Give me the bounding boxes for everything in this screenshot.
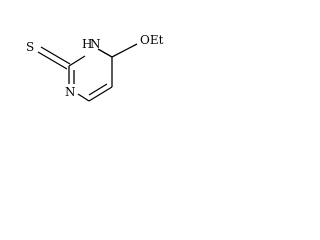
c5-c4-inner-bond <box>88 83 108 96</box>
nh-nitrogen-label: N <box>90 37 101 51</box>
ethoxy-label: OEt <box>140 33 164 47</box>
c5-c4-bond <box>88 86 113 102</box>
c4-n3-bond <box>77 93 90 102</box>
c2-s-double-bond-b <box>37 51 68 70</box>
c2-n1-bond <box>68 55 86 67</box>
c2-s-double-bond-a <box>40 46 71 65</box>
nh-hydrogen-label: H <box>82 37 92 51</box>
pyrimidinethione-structure: S H N N OEt <box>26 33 164 102</box>
sulfur-label: S <box>26 40 34 54</box>
c6-o-bond <box>111 43 138 58</box>
n1-c6-bond <box>97 48 113 58</box>
ring-nitrogen-label: N <box>65 85 76 99</box>
